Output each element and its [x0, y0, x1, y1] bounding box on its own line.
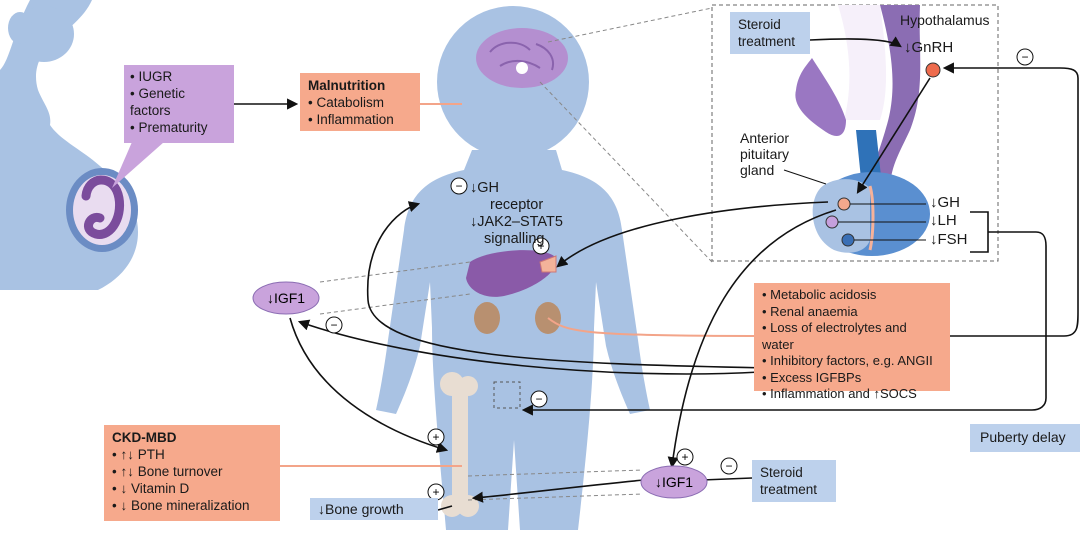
- bone-growth-box: ↓Bone growth: [310, 498, 438, 520]
- svg-text:+: +: [681, 450, 688, 464]
- maternal-factors-box: IUGR Genetic factors Prematurity: [124, 65, 234, 143]
- ckd-item-pth: ↑↓ PTH: [112, 446, 272, 463]
- svg-text:+: +: [432, 485, 439, 499]
- svg-text:−: −: [455, 179, 462, 193]
- puberty-delay-box: Puberty delay: [970, 424, 1080, 452]
- pituitary-fsh-label: ↓FSH: [930, 231, 968, 248]
- maternal-factor-genetic: Genetic factors: [130, 85, 228, 119]
- igf1-left-label: ↓IGF1: [267, 290, 305, 306]
- kidney-factor-anaemia: Renal anaemia: [762, 304, 942, 321]
- malnutrition-item-inflammation: Inflammation: [308, 111, 412, 128]
- gh-receptor-label: ↓GH receptor ↓JAK2–STAT5 signalling: [470, 180, 563, 247]
- ckd-item-bone-turnover: ↑↓ Bone turnover: [112, 463, 272, 480]
- pituitary-gh-label: ↓GH: [930, 194, 960, 211]
- minus-sign-gonads: −: [530, 390, 548, 408]
- plus-sign-bone-top: +: [427, 428, 445, 446]
- kidney-factor-socs: Inflammation and ↑SOCS: [762, 386, 942, 403]
- hypothalamus-label: Hypothalamus: [900, 12, 990, 28]
- kidney-factor-acidosis: Metabolic acidosis: [762, 287, 942, 304]
- femur-bone-icon: [440, 372, 479, 517]
- malnutrition-box: Malnutrition Catabolism Inflammation: [300, 73, 420, 131]
- malnutrition-item-catabolism: Catabolism: [308, 94, 412, 111]
- fetus-icon: [66, 168, 138, 252]
- arrow-kidney-to-gh-receptor: [366, 201, 771, 369]
- steroid-inhibits-igf1: [701, 477, 753, 481]
- bone-growth-connector: [437, 505, 453, 511]
- hormone-cells: [825, 62, 941, 247]
- igf1-guide-c: [467, 469, 643, 477]
- brain-icon: [476, 28, 568, 88]
- arrow-gh-to-igf1-bottom: [667, 209, 837, 469]
- arrow-kidney-to-igf1: [297, 319, 761, 375]
- arrow-igf1-to-bone: [289, 317, 449, 453]
- ckd-mbd-box: CKD-MBD ↑↓ PTH ↑↓ Bone turnover ↓ Vitami…: [104, 425, 280, 521]
- gnrh-label: ↓GnRH: [904, 39, 954, 56]
- kidney-factors-box: Metabolic acidosis Renal anaemia Loss of…: [754, 283, 950, 401]
- svg-text:−: −: [330, 318, 337, 332]
- igf1-guide-b: [319, 293, 471, 315]
- svg-text:−: −: [535, 392, 542, 406]
- igf1-left-node: ↓IGF1: [252, 281, 320, 315]
- anterior-pituitary-label: Anterior pituitary gland: [740, 130, 790, 178]
- arrow-igf1-to-bone-end: [471, 479, 645, 503]
- ckd-item-vitamin-d: ↓ Vitamin D: [112, 480, 272, 497]
- steroid-treatment-bottom: Steroid treatment: [752, 460, 836, 502]
- plus-sign-liver: +: [532, 237, 550, 255]
- igf1-bottom-node: ↓IGF1: [640, 465, 708, 499]
- svg-text:−: −: [1021, 50, 1028, 64]
- kidney-factor-inhibitory: Inhibitory factors, e.g. ANGII: [762, 353, 942, 370]
- kidney-connector: [547, 317, 761, 337]
- kidney-factor-igfbps: Excess IGFBPs: [762, 370, 942, 387]
- kidney-factor-electrolytes: Loss of electrolytes and water: [762, 320, 942, 353]
- igf1-bottom-label: ↓IGF1: [655, 474, 693, 490]
- arrow-gnrh-to-pituitary: [856, 77, 931, 194]
- hypothalamus-pituitary-anatomy: [795, 5, 930, 256]
- minus-sign-steroid: −: [720, 457, 738, 475]
- lh-fsh-bracket: [970, 211, 989, 253]
- igf1-guide-d: [467, 493, 643, 501]
- plus-sign-bone-bottom: +: [427, 483, 445, 501]
- ckd-item-bone-mineralization: ↓ Bone mineralization: [112, 497, 272, 514]
- arrow-kidney-feedback-hypothalamus: [942, 62, 1079, 337]
- svg-text:+: +: [537, 239, 544, 253]
- maternal-callout-tail: [112, 142, 164, 188]
- pituitary-leader: [783, 169, 827, 185]
- svg-text:+: +: [432, 430, 439, 444]
- maternal-factor-iugr: IUGR: [130, 68, 228, 85]
- regulation-signs: − − + − − + + + −: [325, 48, 1034, 501]
- malnutrition-title: Malnutrition: [308, 78, 386, 93]
- minus-sign-gnrh: −: [1016, 48, 1034, 66]
- svg-text:−: −: [725, 459, 732, 473]
- pituitary-lh-label: ↓LH: [930, 212, 957, 229]
- igf1-guide-a: [319, 261, 471, 283]
- arrow-lh-fsh-to-gonads: [521, 231, 1047, 416]
- steroid-treatment-top: Steroid treatment: [730, 12, 810, 54]
- maternal-factor-prematurity: Prematurity: [130, 119, 228, 136]
- liver-icon: [466, 250, 557, 297]
- ckd-mbd-title: CKD-MBD: [112, 430, 177, 445]
- arrow-steroid-to-gnrh: [809, 36, 902, 48]
- gonad-region-box: [493, 381, 521, 409]
- minus-sign-gh: −: [450, 177, 468, 195]
- arrow-gh-to-liver: [556, 201, 829, 268]
- minus-sign-igf1: −: [325, 316, 343, 334]
- plus-sign-igf1-bottom: +: [676, 448, 694, 466]
